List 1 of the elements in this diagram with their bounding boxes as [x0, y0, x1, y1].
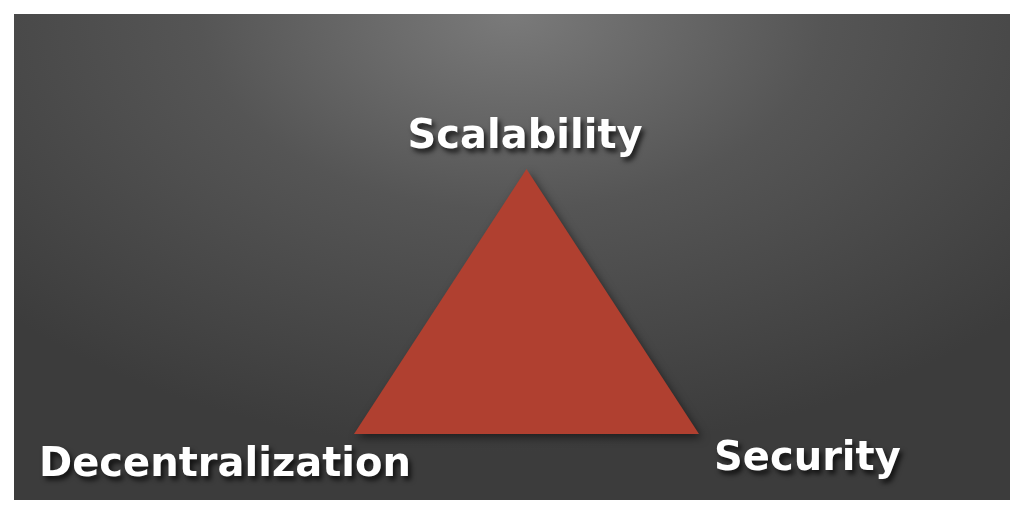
- vertex-label: Decentralization: [39, 442, 411, 482]
